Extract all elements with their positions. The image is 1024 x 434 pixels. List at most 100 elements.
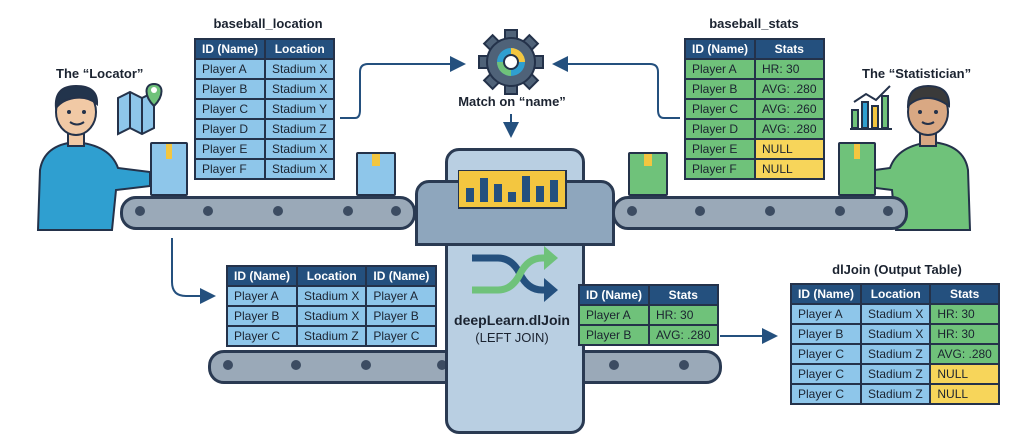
table-cell: AVG: .280	[754, 118, 825, 140]
machine-display-icon	[458, 170, 567, 209]
match-label: Match on “name”	[458, 94, 566, 109]
table-cell: Stadium X	[296, 305, 368, 327]
table-cell: NULL	[754, 138, 825, 160]
table-cell: Stadium Z	[860, 363, 932, 385]
table-cell: AVG: .280	[929, 343, 1000, 365]
shuffle-icon	[472, 246, 558, 302]
table-cell: Stadium Z	[860, 383, 932, 405]
cardboard-box	[628, 152, 668, 196]
table-cell: Stadium X	[860, 303, 932, 325]
table-cell: Stadium Z	[860, 343, 932, 365]
table-cell: Player D	[683, 118, 757, 140]
table-cell: HR: 30	[648, 304, 719, 326]
statistician-person	[859, 84, 972, 231]
table-cell: Player A	[225, 285, 299, 307]
table-cell: Player C	[789, 383, 863, 405]
table-cell: Player E	[683, 138, 757, 160]
table-cell: Player B	[683, 78, 757, 100]
arrow-locator-to-lower-belt	[171, 238, 216, 304]
table-cell: Player C	[683, 98, 757, 120]
table-cell: Stadium Z	[264, 118, 336, 140]
table-header-cell: Location	[860, 283, 932, 305]
table-cell: Player B	[365, 305, 438, 327]
table-header-row: ID (Name)Stats	[577, 284, 719, 306]
table-header-cell: Stats	[648, 284, 719, 306]
table-cell: NULL	[929, 383, 1000, 405]
table-cell: Stadium Z	[296, 325, 368, 347]
table-cell: AVG: .280	[648, 324, 719, 346]
table-cell: Player A	[789, 303, 863, 325]
table-cell: HR: 30	[754, 58, 825, 80]
table-cell: Player A	[193, 58, 267, 80]
statistician-label: The “Statistician”	[862, 66, 972, 81]
machine-name: deepLearn.dlJoin	[454, 312, 570, 328]
table-cell: AVG: .280	[754, 78, 825, 100]
locator-person	[36, 84, 151, 231]
table-cell: HR: 30	[929, 323, 1000, 345]
table-header-cell: Location	[296, 265, 368, 287]
table-header-cell: ID (Name)	[577, 284, 651, 306]
table-cell: AVG: .260	[754, 98, 825, 120]
machine-mode: (LEFT JOIN)	[475, 330, 549, 345]
table-header-cell: ID (Name)	[365, 265, 438, 287]
table-cell: NULL	[754, 158, 825, 180]
table-cell: Stadium X	[296, 285, 368, 307]
table-cell: Stadium X	[264, 158, 336, 180]
table-cell: Player F	[193, 158, 267, 180]
gear-icon	[478, 29, 544, 95]
table-cell: Player C	[225, 325, 299, 347]
table-cell: Player D	[193, 118, 267, 140]
table-cell: Stadium Y	[264, 98, 336, 120]
conveyor-belt-bottom-right	[566, 350, 722, 384]
arrow-locator-to-gear	[340, 56, 466, 119]
table-cell: Stadium X	[264, 138, 336, 160]
table-cell: Player B	[789, 323, 863, 345]
table-cell: Player C	[365, 325, 438, 347]
conveyor-belt-top-right	[612, 196, 908, 230]
table-header-cell: ID (Name)	[789, 283, 863, 305]
map-pin-icon	[117, 82, 163, 136]
table-cell: Player F	[683, 158, 757, 180]
conveyor-belt-bottom-left	[208, 350, 464, 384]
table-cell: HR: 30	[929, 303, 1000, 325]
table-cell: Player C	[789, 343, 863, 365]
stats-table-title: baseball_stats	[709, 16, 799, 31]
table-header-row: ID (Name)Stats	[683, 38, 825, 60]
table-header-row: ID (Name)Location	[193, 38, 336, 60]
table-header-cell: Location	[264, 38, 336, 60]
cardboard-box	[838, 142, 876, 196]
locator-table-title: baseball_location	[213, 16, 323, 31]
table-cell: Player C	[789, 363, 863, 385]
table-cell: Player A	[577, 304, 651, 326]
table-header-cell: Stats	[754, 38, 825, 60]
table-cell: Player B	[225, 305, 299, 327]
table-header-cell: ID (Name)	[683, 38, 757, 60]
cardboard-box	[150, 142, 188, 196]
